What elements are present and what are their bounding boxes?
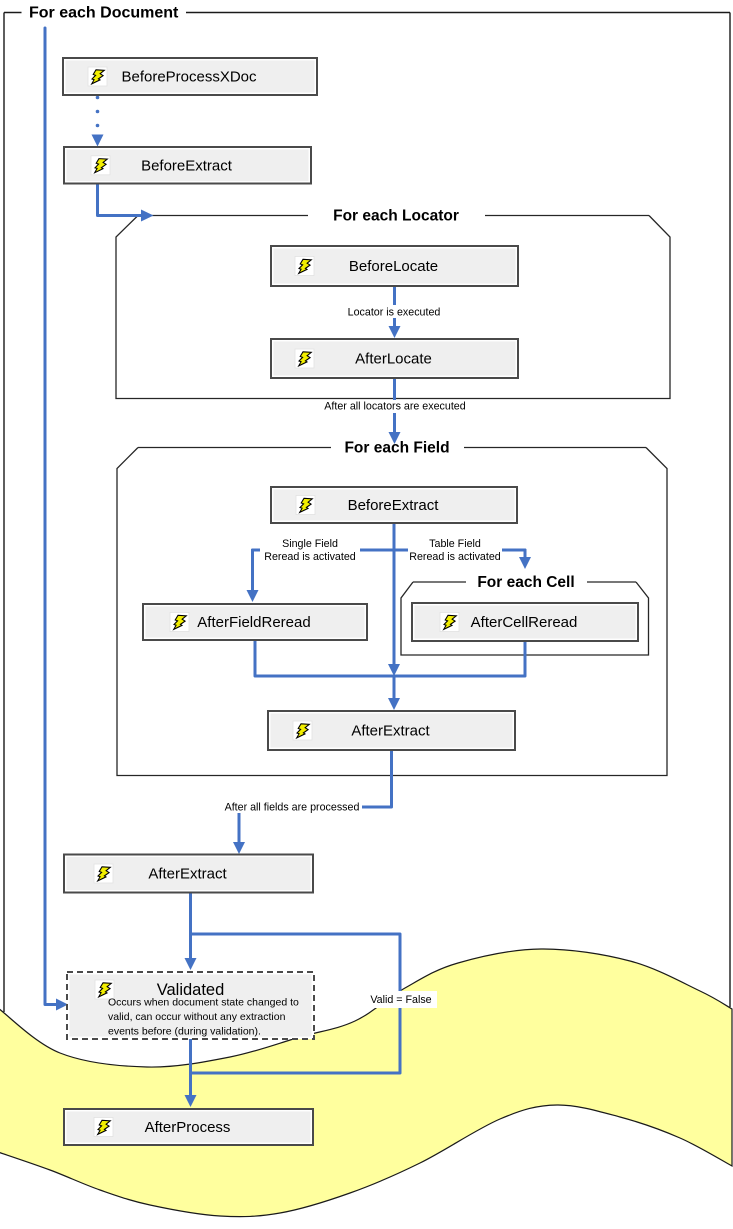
svg-text:BeforeExtract: BeforeExtract	[141, 157, 233, 174]
svg-text:Reread is activated: Reread is activated	[264, 551, 356, 563]
svg-text:For each Locator: For each Locator	[333, 208, 459, 225]
svg-text:Occurs when document state cha: Occurs when document state changed to	[108, 996, 299, 1008]
svg-text:Table Field: Table Field	[429, 538, 481, 550]
svg-text:Single Field: Single Field	[282, 538, 338, 550]
svg-text:BeforeLocate: BeforeLocate	[349, 258, 438, 275]
svg-text:AfterFieldReread: AfterFieldReread	[197, 614, 310, 631]
svg-text:For each Cell: For each Cell	[477, 574, 574, 591]
svg-text:Reread is activated: Reread is activated	[409, 551, 501, 563]
svg-text:AfterProcess: AfterProcess	[145, 1119, 231, 1136]
svg-text:AfterLocate: AfterLocate	[355, 351, 432, 368]
svg-text:AfterExtract: AfterExtract	[148, 866, 227, 883]
svg-text:For each Document: For each Document	[29, 5, 179, 22]
svg-text:Locator is executed: Locator is executed	[348, 307, 441, 319]
svg-text:After all locators are execute: After all locators are executed	[324, 401, 465, 413]
svg-text:Validated: Validated	[157, 981, 225, 999]
svg-text:After all fields are processed: After all fields are processed	[225, 802, 360, 814]
svg-text:For each Field: For each Field	[344, 440, 449, 457]
svg-text:events before (during validati: events before (during validation).	[108, 1025, 261, 1037]
svg-text:AfterCellReread: AfterCellReread	[471, 614, 578, 631]
svg-text:BeforeProcessXDoc: BeforeProcessXDoc	[121, 69, 257, 86]
svg-text:Valid = False: Valid = False	[370, 994, 431, 1006]
svg-text:BeforeExtract: BeforeExtract	[348, 497, 440, 514]
svg-text:AfterExtract: AfterExtract	[351, 723, 430, 740]
svg-text:valid, can occur without any e: valid, can occur without any extraction	[108, 1011, 286, 1023]
